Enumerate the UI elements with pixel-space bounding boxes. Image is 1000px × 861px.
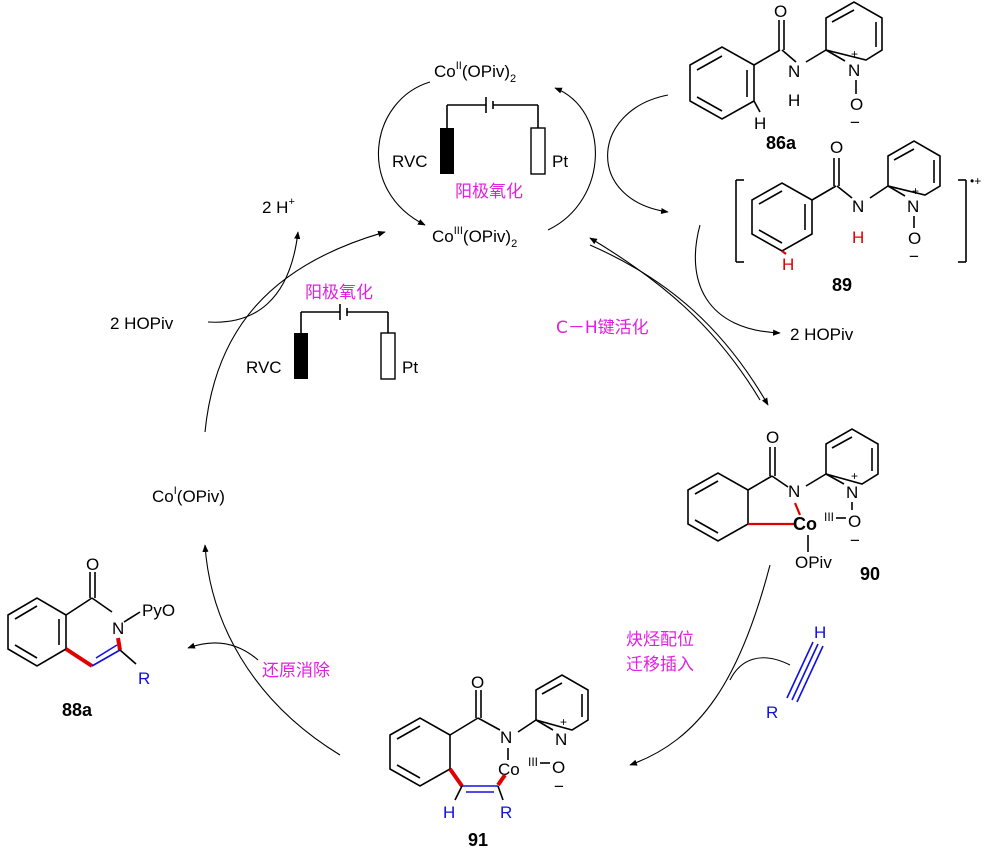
rvc-electrode-2 [294, 333, 308, 379]
svg-text:Co: Co [498, 760, 520, 779]
hopiv-release-arrow [694, 224, 781, 336]
compound-89: •+ O N H N + O − H 89 [735, 138, 981, 295]
svg-text:O: O [908, 229, 921, 248]
co3-to-co2-arrow [547, 87, 596, 231]
label-86a: 86a [766, 133, 797, 153]
svg-text:N: N [112, 619, 124, 638]
reductive-elimination-label: 还原消除 [262, 661, 330, 681]
insertion-label-2: 迁移插入 [626, 655, 694, 675]
svg-text:O: O [471, 673, 484, 692]
svg-text:R: R [138, 669, 150, 688]
label-89: 89 [832, 275, 852, 295]
co-i-species: CoI(OPiv) [152, 485, 225, 506]
co2-to-co3-arrow [378, 81, 431, 226]
svg-text:H: H [754, 114, 766, 133]
svg-text:O: O [774, 2, 787, 21]
hopiv-left: 2 HOPiv [110, 314, 174, 333]
svg-text:−: − [850, 531, 860, 550]
reoxidation-arrow [204, 230, 386, 433]
compound-91: O N Co III O − H R N + 91 [389, 673, 589, 850]
ch-activation-arrow-1 [589, 244, 769, 406]
hopiv-to-proton-arrow [207, 231, 301, 323]
svg-text:+: + [912, 184, 919, 198]
svg-text:O: O [850, 95, 863, 114]
svg-text:+: + [560, 715, 567, 729]
svg-text:N: N [788, 482, 800, 501]
svg-text:PyO: PyO [142, 601, 175, 620]
svg-text:R: R [766, 703, 778, 722]
substrate-entry-arrow [607, 94, 669, 215]
label-90: 90 [860, 564, 880, 584]
compound-90: O N Co III O − OPiv N + 90 [687, 428, 880, 584]
rvc-label: RVC [392, 152, 428, 171]
label-91: 91 [468, 830, 488, 850]
svg-text:O: O [766, 428, 779, 447]
svg-text:Co: Co [793, 514, 817, 534]
svg-text:O: O [848, 512, 861, 531]
svg-text:O: O [830, 138, 843, 157]
svg-text:N: N [555, 730, 567, 749]
svg-text:H: H [788, 91, 800, 110]
svg-text:N: N [788, 62, 800, 81]
svg-text:−: − [909, 247, 919, 266]
svg-text:N: N [907, 197, 919, 216]
svg-text:CoIII(OPiv)2: CoIII(OPiv)2 [432, 225, 517, 250]
svg-text:+: + [851, 47, 858, 61]
pt-electrode [530, 127, 546, 175]
svg-text:O: O [552, 758, 565, 777]
svg-text:N: N [500, 728, 512, 747]
alkyne-reagent: H R [766, 623, 826, 722]
compound-86a: O N H N + O − H 86a [689, 1, 883, 153]
electrolysis-cell-top: RVC Pt 阳极氧化 [392, 97, 568, 202]
svg-text:R: R [500, 803, 512, 822]
hopiv-right: 2 HOPiv [790, 325, 854, 344]
svg-text:H: H [782, 255, 794, 274]
svg-text:CoII(OPiv)2: CoII(OPiv)2 [434, 60, 516, 85]
svg-text:+: + [851, 469, 858, 483]
co-ii-species: CoII(OPiv)2 [434, 60, 516, 85]
svg-text:H: H [443, 803, 455, 822]
rvc-electrode [440, 128, 454, 174]
pt-electrode-2 [380, 332, 396, 380]
svg-text:O: O [86, 555, 99, 574]
compound-88a: O N PyO R 88a [7, 555, 175, 720]
reductive-elimination-arrow [202, 544, 341, 756]
anode-oxidation-label: 阳极氧化 [455, 182, 523, 202]
svg-text:−: − [554, 777, 564, 796]
svg-text:N: N [848, 61, 860, 80]
label-88a: 88a [62, 700, 93, 720]
anode-oxidation-label-2: 阳极氧化 [305, 283, 373, 303]
electrolysis-cell-left: 阳极氧化 RVC Pt [246, 283, 418, 380]
proton-product: 2 H+ [262, 196, 295, 217]
svg-text:III: III [528, 755, 538, 769]
product-release-arrow [187, 642, 259, 661]
ch-activation-arrow-2 [589, 237, 761, 401]
svg-text:N: N [846, 483, 858, 502]
svg-text:N: N [852, 197, 864, 216]
svg-text:•+: •+ [970, 174, 981, 188]
svg-text:H: H [814, 623, 826, 642]
insertion-label-1: 炔烃配位 [626, 630, 694, 650]
pt-label: Pt [552, 152, 568, 171]
alkyne-incoming-arrow [729, 657, 791, 681]
svg-text:OPiv: OPiv [795, 553, 832, 572]
svg-text:III: III [824, 510, 834, 524]
rvc-label-2: RVC [246, 358, 282, 377]
svg-text:H: H [852, 228, 864, 247]
ch-activation-label: C－H键活化 [556, 318, 649, 338]
svg-text:−: − [850, 113, 860, 132]
co-iii-species: CoIII(OPiv)2 [432, 225, 517, 250]
pt-label-2: Pt [402, 358, 418, 377]
insertion-arrow [629, 564, 771, 766]
